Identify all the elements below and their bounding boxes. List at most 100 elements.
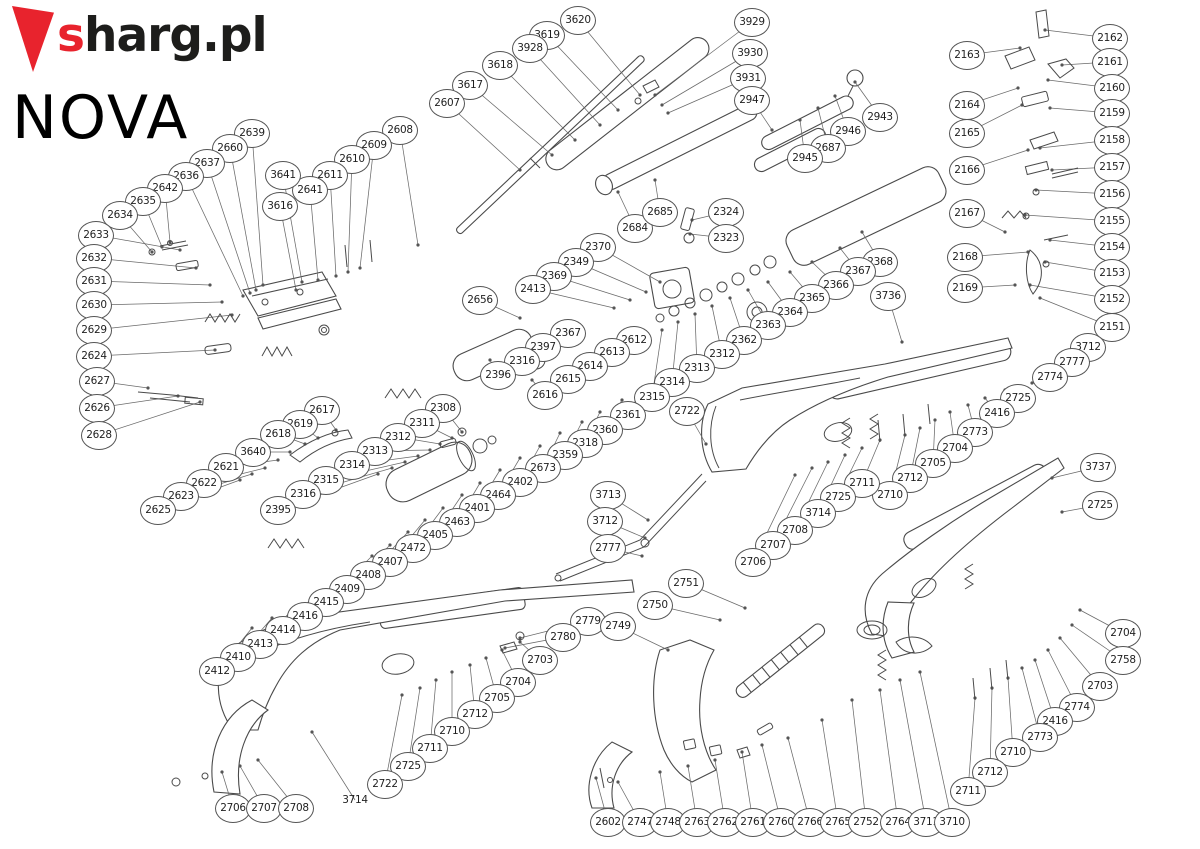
part-point [400, 693, 404, 697]
part-point [254, 288, 258, 292]
small-parts-group [137, 9, 1079, 789]
part-point [1078, 608, 1082, 612]
part-callout-3714: 3714 [342, 794, 368, 806]
part-callout-2780: 2780 [545, 622, 581, 652]
part-point [238, 764, 242, 768]
trigger-guard-3-drawing [911, 578, 937, 598]
part-callout-3929: 3929 [734, 7, 770, 37]
part-point [660, 103, 664, 107]
part-callout-2707: 2707 [755, 530, 791, 560]
part-point [853, 80, 857, 84]
part-point [666, 648, 670, 652]
part-point [810, 260, 814, 264]
part-callout-2625: 2625 [140, 495, 176, 525]
part-callout-2324: 2324 [708, 197, 744, 227]
part-callout-2712: 2712 [972, 757, 1008, 787]
leader-line [185, 175, 244, 297]
part-point [198, 400, 202, 404]
part-point [713, 758, 717, 762]
butt-stock-piece-drawing [653, 639, 717, 783]
part-callout-2163: 2163 [949, 40, 985, 70]
part-point [686, 764, 690, 768]
part-callout-2159: 2159 [1094, 98, 1130, 128]
part-point [766, 280, 770, 284]
part-callout-2629: 2629 [76, 315, 112, 345]
part-callout-2627: 2627 [79, 366, 115, 396]
part-point [878, 688, 882, 692]
part-point [638, 93, 642, 97]
part-point [434, 678, 438, 682]
barrel-drawing [456, 55, 645, 235]
part-point [248, 291, 252, 295]
cocking-lever-drawing [555, 473, 703, 575]
part-callout-2725: 2725 [1082, 490, 1118, 520]
part-point [676, 320, 680, 324]
brand-name: sharg.pl [57, 6, 268, 59]
part-point [1048, 106, 1052, 110]
part-point [208, 283, 212, 287]
part-point [598, 123, 602, 127]
part-point [1050, 476, 1054, 480]
part-callout-2747: 2747 [622, 807, 658, 837]
part-point [334, 274, 338, 278]
part-point [594, 776, 598, 780]
leader-line [577, 19, 641, 96]
part-point [1033, 658, 1037, 662]
part-point [833, 94, 837, 98]
part-callout-3928: 3928 [512, 33, 548, 63]
part-point [178, 248, 182, 252]
part-callout-3620: 3620 [560, 5, 596, 35]
part-point [288, 450, 292, 454]
part-callout-2773: 2773 [957, 417, 993, 447]
shroud-tube-drawing [545, 37, 710, 171]
part-callout-3736: 3736 [870, 281, 906, 311]
part-point [150, 250, 154, 254]
part-callout-2162: 2162 [1092, 23, 1128, 53]
part-callout-2157: 2157 [1094, 152, 1130, 182]
brand-name-prefix: s [57, 8, 85, 63]
part-callout-2602: 2602 [590, 807, 626, 837]
part-point [598, 410, 602, 414]
part-callout-2685: 2685 [642, 197, 678, 227]
part-point [653, 178, 657, 182]
part-point [261, 283, 265, 287]
part-point [300, 280, 304, 284]
part-point [580, 420, 584, 424]
part-callout-2166: 2166 [949, 155, 985, 185]
model-name: NOVA [12, 83, 190, 153]
leader-line [384, 694, 403, 785]
part-callout-3713: 3713 [590, 480, 626, 510]
brand-triangle-icon [12, 6, 54, 72]
part-callout-3616: 3616 [262, 191, 298, 221]
trigger-guard-1-drawing [823, 422, 853, 442]
part-point [1020, 666, 1024, 670]
leader-line [329, 174, 337, 277]
part-callout-2761: 2761 [735, 807, 771, 837]
part-callout-2628: 2628 [81, 420, 117, 450]
part-callout-2396: 2396 [480, 360, 516, 390]
part-callout-2367: 2367 [550, 318, 586, 348]
part-callout-2169: 2169 [947, 273, 983, 303]
part-point [468, 663, 472, 667]
part-point [213, 348, 217, 352]
part-point [666, 111, 670, 115]
part-point [933, 418, 937, 422]
part-point [616, 190, 620, 194]
part-callout-2703: 2703 [522, 645, 558, 675]
part-point [740, 750, 744, 754]
part-callout-2616: 2616 [527, 380, 563, 410]
leader-line [347, 158, 353, 273]
part-point [644, 290, 648, 294]
trigger-blade-drawing [1025, 249, 1042, 295]
part-point [168, 240, 172, 244]
air-cylinder-drawing [785, 166, 947, 266]
brand-name-suffix: harg.pl [83, 8, 268, 63]
part-point [256, 758, 260, 762]
part-callout-2167: 2167 [949, 198, 985, 228]
part-point [816, 106, 820, 110]
part-point [1070, 623, 1074, 627]
leader-line [309, 189, 319, 281]
part-point [660, 328, 664, 332]
part-callout-2656: 2656 [462, 285, 498, 315]
